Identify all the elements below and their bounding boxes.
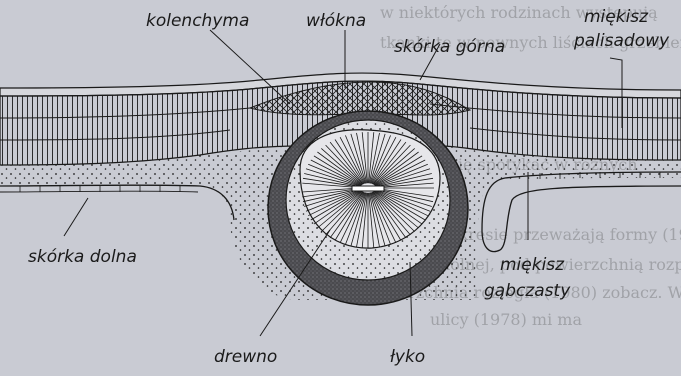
label-wlokna: włókna [306,11,366,31]
label-drewno: drewno [214,347,277,367]
label-kolenchyma: kolenchyma [146,11,249,31]
label-miekisz-palisadowy-2: palisadowy [573,31,670,51]
svg-text:ulicy (1978) mi ma: ulicy (1978) mi ma [430,310,582,329]
label-skorka-dolna: skórka dolna [28,247,137,267]
label-miekisz-gabczasty-2: gąbczasty [484,281,571,301]
label-miekisz-gabczasty-1: miękisz [500,255,565,275]
label-skorka-gorna: skórka górna [394,37,505,57]
label-miekisz-palisadowy-1: miękisz [584,7,649,27]
lower-epidermis-left [0,185,234,220]
label-lyko: łyko [390,347,425,367]
